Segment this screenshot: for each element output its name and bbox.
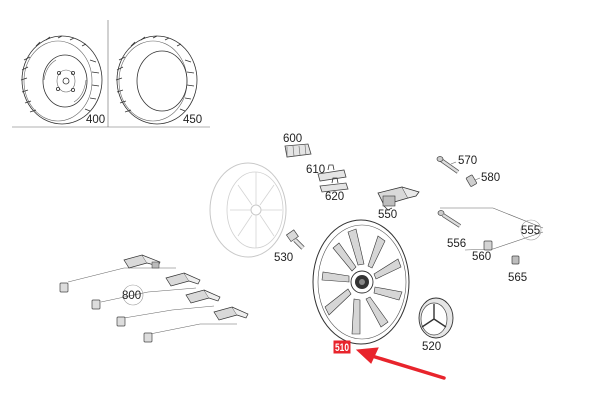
tire-pressure-sensor-550[interactable] <box>377 186 420 211</box>
wheel-bolt-530[interactable] <box>285 229 305 250</box>
part-label-600[interactable]: 600 <box>283 133 302 145</box>
wheel-panel: 400 450 <box>12 20 210 128</box>
part-label-400[interactable]: 400 <box>86 114 105 126</box>
part-label-580[interactable]: 580 <box>481 172 500 184</box>
highlight-510[interactable]: 510 <box>333 340 351 354</box>
center-cap-520[interactable] <box>418 297 454 339</box>
sensor-800-a[interactable] <box>123 254 161 269</box>
group-800-lines <box>67 267 237 335</box>
part-label-556[interactable]: 556 <box>447 238 466 250</box>
part-label-450[interactable]: 450 <box>183 114 202 126</box>
part-label-610[interactable]: 610 <box>306 164 325 176</box>
valve-cap-800-d[interactable] <box>143 332 153 343</box>
part-label-560[interactable]: 560 <box>472 251 491 263</box>
part-label-565[interactable]: 565 <box>508 272 527 284</box>
valve-cap-800-b[interactable] <box>91 299 101 310</box>
part-label-620[interactable]: 620 <box>325 191 344 203</box>
balance-weight-620[interactable] <box>319 177 349 193</box>
part-label-510: 510 <box>335 342 349 354</box>
sensor-800-d[interactable] <box>213 306 249 321</box>
valve-cap-565[interactable] <box>511 255 520 265</box>
part-label-555[interactable]: 555 <box>521 225 540 237</box>
balance-weight-610[interactable] <box>317 164 347 182</box>
part-label-530[interactable]: 530 <box>274 252 293 264</box>
sensor-800-c[interactable] <box>185 289 221 304</box>
highlight-box <box>333 340 351 354</box>
balance-weight-600[interactable] <box>284 143 312 158</box>
part-label-520[interactable]: 520 <box>422 341 441 353</box>
part-label-800[interactable]: 800 <box>122 290 141 302</box>
tire-450-drawing[interactable] <box>115 35 198 125</box>
red-arrow-icon <box>355 347 446 380</box>
valve-cap-800-a[interactable] <box>59 282 69 293</box>
part-label-550[interactable]: 550 <box>378 209 397 221</box>
valve-cap-800-c[interactable] <box>116 316 126 327</box>
valve-cap-580[interactable] <box>465 174 477 187</box>
wheel-cover-510[interactable] <box>312 219 410 345</box>
wheel-400-drawing[interactable] <box>20 35 103 125</box>
valve-stem-570[interactable] <box>436 156 460 174</box>
part-label-570[interactable]: 570 <box>458 155 477 167</box>
background-wheel-drawing <box>209 162 287 258</box>
valve-nut-560[interactable] <box>483 240 493 251</box>
sensor-800-b[interactable] <box>165 272 201 287</box>
valve-stem-556[interactable] <box>437 210 462 228</box>
